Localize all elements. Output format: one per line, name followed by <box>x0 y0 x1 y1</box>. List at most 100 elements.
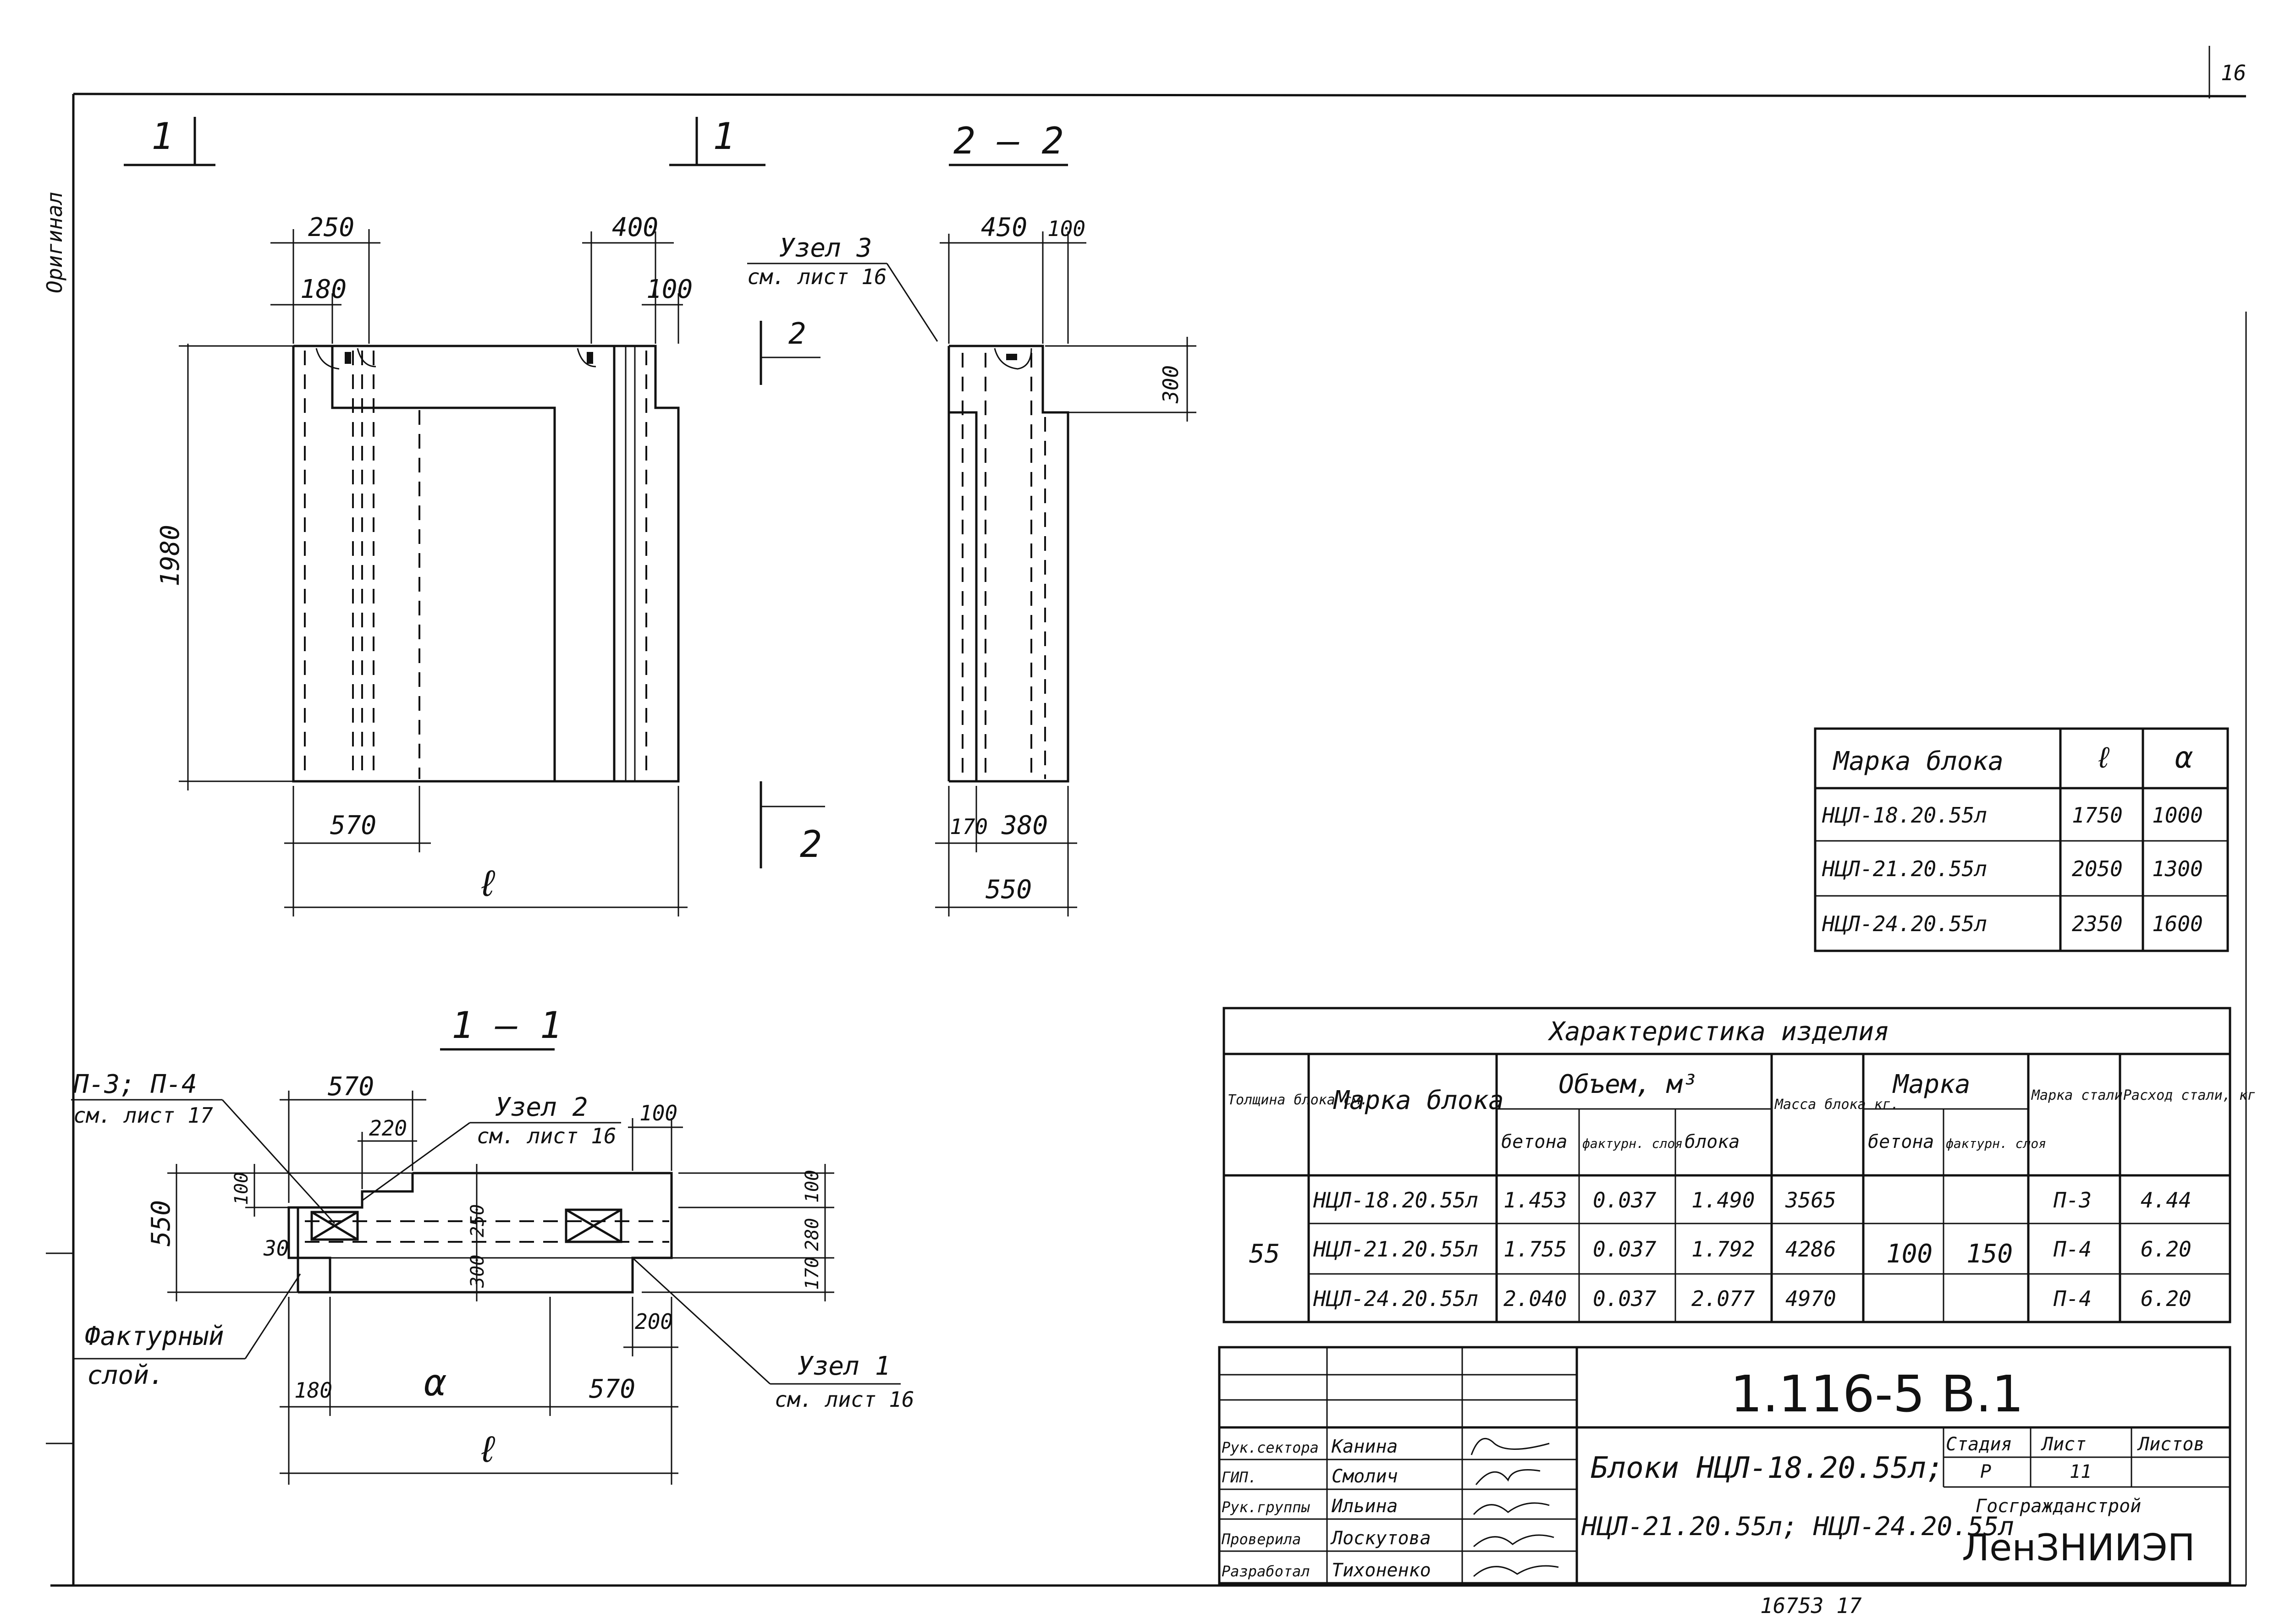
char-h-steel-mark: Марка стали <box>2031 1087 2123 1103</box>
dim-elev-570: 570 <box>330 811 376 840</box>
dim-s11-550: 550 <box>146 1200 176 1246</box>
bars-callout: П-3; П-4 <box>73 1070 197 1099</box>
char-r3-mass: 4970 <box>1785 1286 1836 1311</box>
char-r1-vf: 0.037 <box>1593 1188 1657 1213</box>
char-h-thickness: Толщина блока см. <box>1228 1092 1368 1108</box>
staff-role-4: Проверила <box>1221 1531 1301 1548</box>
size-r3-mark: НЦЛ-24.20.55л <box>1822 911 1987 936</box>
bottom-note: 16753 17 <box>1760 1593 1862 1618</box>
size-h-a: α <box>2175 741 2193 775</box>
char-r1-vc: 1.453 <box>1503 1188 1567 1213</box>
char-r2-vb: 1.792 <box>1691 1237 1755 1262</box>
dim-elev-250: 250 <box>308 213 354 242</box>
dim-s11-570-top: 570 <box>328 1072 374 1102</box>
sheet-value: 11 <box>2070 1461 2092 1482</box>
staff-name-4: Лоскутова <box>1330 1528 1431 1549</box>
char-h-volume: Объем, м³ <box>1558 1070 1697 1099</box>
staff-role-3: Рук.группы <box>1222 1498 1310 1516</box>
char-r1-use: 4.44 <box>2141 1188 2191 1213</box>
char-r3-vb: 2.077 <box>1691 1286 1755 1311</box>
size-r1-l: 1750 <box>2072 803 2123 828</box>
char-r3-vf: 0.037 <box>1593 1286 1657 1311</box>
dim-elev-length: ℓ <box>477 862 499 905</box>
char-h-vol-concrete: бетона <box>1501 1131 1568 1152</box>
section22-title: 2 — 2 <box>953 120 1064 162</box>
dim-s22-550: 550 <box>986 875 1032 905</box>
char-h-mass: Масса блока кг. <box>1774 1097 1899 1113</box>
char-h-grade-concrete: бетона <box>1868 1131 1934 1152</box>
char-h-vol-block: блока <box>1685 1131 1740 1152</box>
node1-sheet: см. лист 16 <box>775 1387 914 1412</box>
dim-s11-180: 180 <box>294 1378 332 1403</box>
cut-mark-bottom: 2 <box>800 823 822 866</box>
node2-label: Узел 2 <box>495 1092 588 1122</box>
char-h-grade-facing: фактурн. слоя <box>1946 1136 2046 1151</box>
char-h-vol-facing: фактурн. слоя <box>1582 1136 1683 1151</box>
char-r2-steel: П-4 <box>2053 1237 2092 1262</box>
size-r1-a: 1000 <box>2152 803 2203 828</box>
org-logo-text: ЛенЗНИИЭП <box>1962 1526 2195 1569</box>
staff-role-1: Рук.сектора <box>1222 1439 1319 1456</box>
node3-sheet: см. лист 16 <box>747 264 887 289</box>
char-r1-mass: 3565 <box>1785 1188 1836 1213</box>
sheet-frame <box>46 46 2247 1587</box>
staff-name-3: Ильина <box>1331 1496 1398 1517</box>
char-r3-steel: П-4 <box>2053 1286 2092 1311</box>
section-mark-right: 1 <box>713 115 735 158</box>
facing-layer-2: слой. <box>87 1361 165 1390</box>
dim-elev-180: 180 <box>300 274 347 304</box>
title-block: 1.116-5 В.1 Блоки НЦЛ-18.20.55л; НЦЛ-21.… <box>1218 1346 2231 1585</box>
dim-s11-280: 280 <box>802 1218 823 1251</box>
side-stamp: Оригинал <box>42 192 67 293</box>
char-r1-mark: НЦЛ-18.20.55л <box>1313 1188 1478 1213</box>
dim-s11-200: 200 <box>635 1309 673 1334</box>
node1-label: Узел 1 <box>798 1351 890 1381</box>
dim-s11-170: 170 <box>802 1257 823 1290</box>
char-r2-vc: 1.755 <box>1503 1237 1567 1262</box>
size-h-l: ℓ <box>2095 741 2112 775</box>
dim-s11-220: 220 <box>369 1116 407 1141</box>
char-h-mark: Марка блока <box>1333 1086 1504 1115</box>
char-grade-concrete: 100 <box>1886 1239 1933 1269</box>
char-r2-mass: 4286 <box>1785 1237 1836 1262</box>
dim-elev-1980: 1980 <box>155 525 185 587</box>
doc-name-1: Блоки НЦЛ-18.20.55л; <box>1591 1451 1944 1485</box>
org-name: Госгражданстрой <box>1976 1496 2141 1517</box>
dim-s11-a: α <box>424 1361 446 1404</box>
dim-s22-380: 380 <box>1001 811 1048 840</box>
section-1-1: 1 — 1 П-3; П-4 см. лист 17 Узел 2 см. ли… <box>71 1004 914 1485</box>
char-r2-use: 6.20 <box>2141 1237 2191 1262</box>
dim-s11-300: 300 <box>467 1255 488 1288</box>
dim-s11-100-left: 100 <box>231 1172 252 1205</box>
section-mark-left: 1 <box>151 115 173 158</box>
char-grade-facing: 150 <box>1966 1239 2013 1269</box>
node3-label: Узел 3 <box>779 233 872 263</box>
characteristics-table: Характеристика изделия Толщина блока см.… <box>1222 1007 2256 1323</box>
size-r3-a: 1600 <box>2152 911 2203 936</box>
doc-name-2: НЦЛ-21.20.55л; НЦЛ-24.20.55л <box>1581 1512 2014 1542</box>
char-r2-vf: 0.037 <box>1593 1237 1657 1262</box>
dim-s11-l: ℓ <box>477 1428 499 1470</box>
dim-s22-100: 100 <box>1047 216 1085 241</box>
dim-s11-100-right: 100 <box>802 1170 823 1203</box>
cut-mark-top: 2 <box>788 317 806 351</box>
dim-s22-170: 170 <box>950 814 988 839</box>
staff-name-5: Тихоненко <box>1332 1560 1431 1581</box>
size-h-mark: Марка блока <box>1833 746 2004 776</box>
staff-name-1: Канина <box>1331 1436 1398 1457</box>
char-h-grade: Марка <box>1892 1070 1971 1099</box>
size-r2-a: 1300 <box>2152 856 2203 881</box>
section11-title: 1 — 1 <box>451 1004 562 1047</box>
sheet-corner-number: 16 <box>2221 60 2246 85</box>
sheet-header: Лист <box>2041 1434 2086 1455</box>
bars-callout-sheet: см. лист 17 <box>73 1103 213 1128</box>
char-r3-vc: 2.040 <box>1503 1286 1567 1311</box>
dim-s11-100-top: 100 <box>639 1101 677 1125</box>
dim-s22-450: 450 <box>981 213 1027 242</box>
size-r2-l: 2050 <box>2072 856 2123 881</box>
char-title: Характеристика изделия <box>1547 1017 1889 1047</box>
doc-code: 1.116-5 В.1 <box>1730 1365 2024 1423</box>
staff-role-5: Разработал <box>1222 1563 1310 1580</box>
staff-name-2: Смолич <box>1332 1466 1398 1487</box>
